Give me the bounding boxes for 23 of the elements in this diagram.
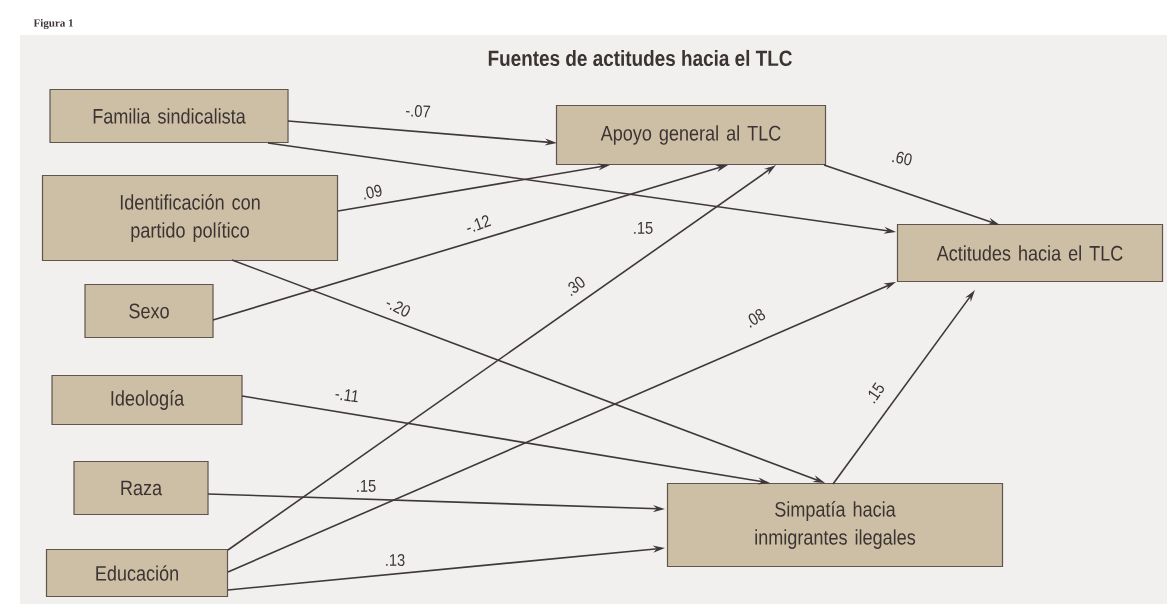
edge-label: .15: [868, 382, 884, 404]
edge-label: .60: [892, 151, 912, 166]
variable-box: Actitudes hacia el TLC: [896, 223, 1164, 283]
edge-label: .13: [386, 553, 405, 566]
edge-label: .30: [568, 276, 585, 297]
edge-label: .08: [748, 309, 766, 328]
variable-box: Familia sindicalista: [49, 88, 289, 144]
variable-box: Apoyo general al TLC: [555, 104, 827, 166]
edge-label: .15: [634, 222, 653, 234]
edge-label: .15: [357, 480, 376, 492]
edge-label: .09: [364, 184, 382, 200]
variable-box: Simpatía hacia inmigrantes ilegales: [666, 482, 1004, 568]
edge-label: -.20: [386, 301, 410, 317]
diagram-title: Fuentes de actitudes hacia el TLC: [488, 49, 792, 67]
figure-label: Figura 1: [33, 18, 73, 29]
variable-box: Identificación con partido político: [41, 174, 339, 262]
variable-box: Educación: [45, 548, 229, 598]
edge-label: -.12: [467, 215, 492, 232]
variable-box: Ideología: [51, 374, 243, 426]
variable-box: Sexo: [84, 283, 214, 339]
variable-box: Raza: [73, 460, 209, 516]
edge-label: -.07: [406, 105, 431, 118]
edge-label: -.11: [335, 389, 358, 403]
